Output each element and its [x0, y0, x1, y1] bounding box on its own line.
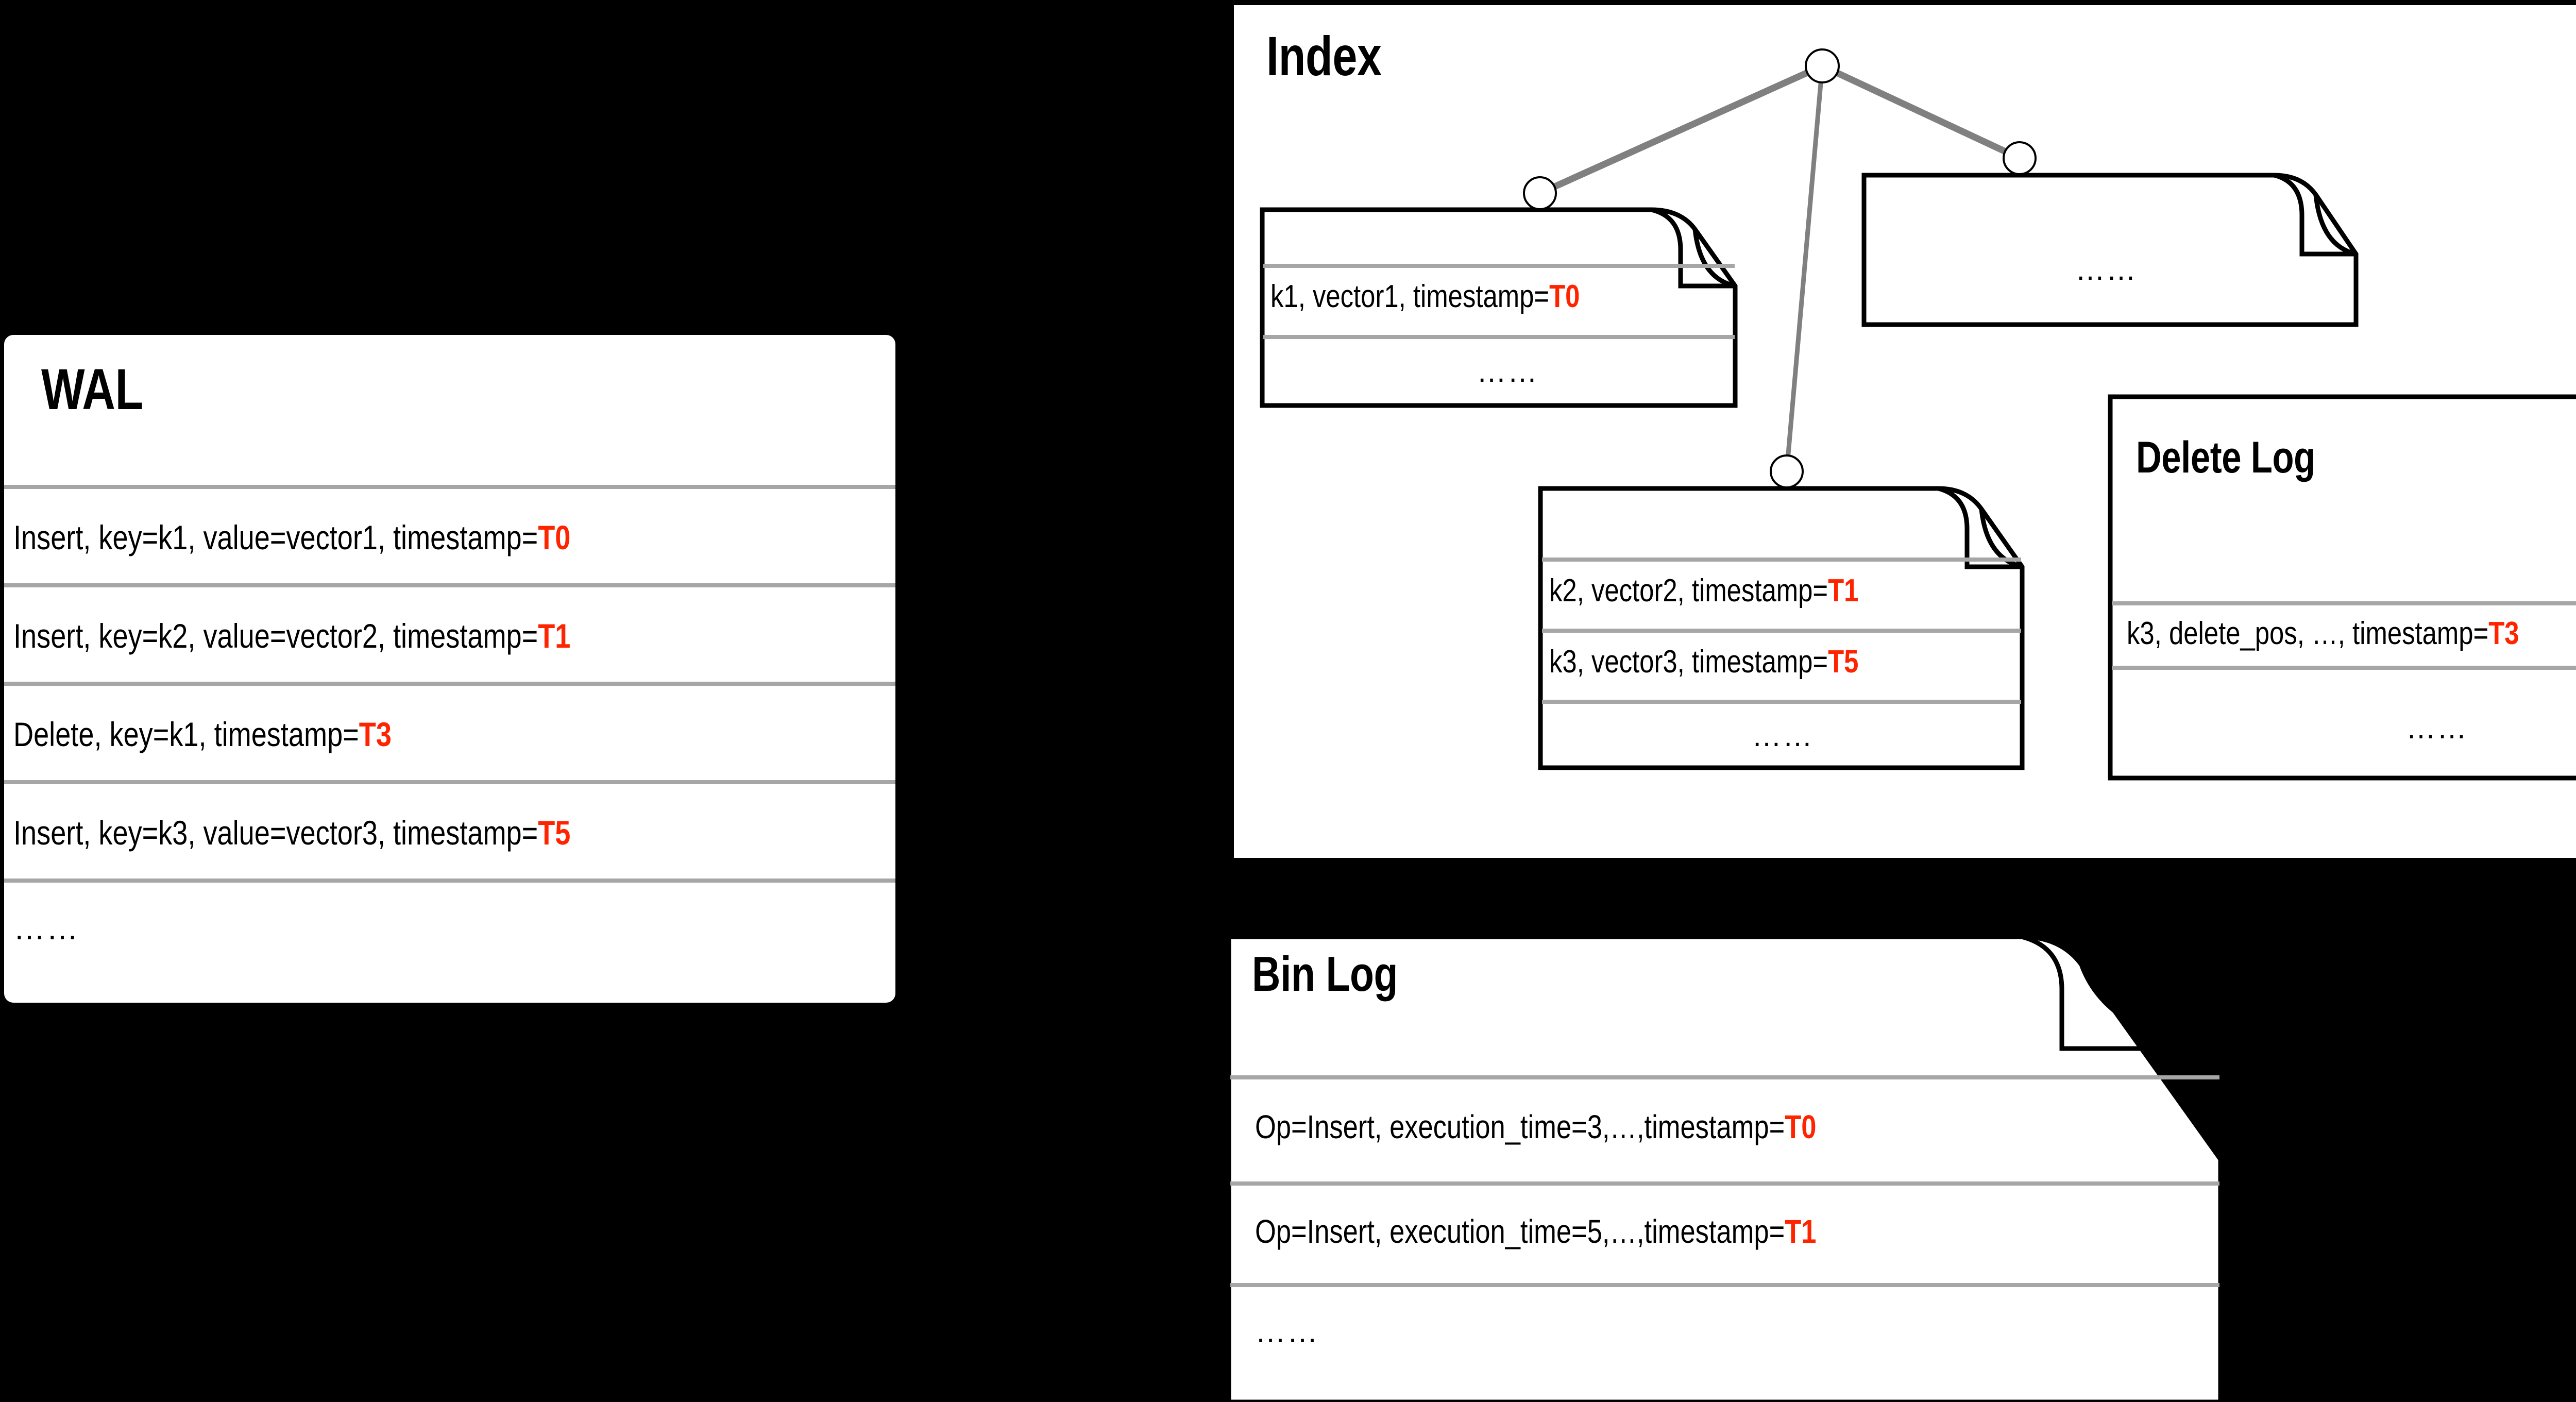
delete-log-row-text: k3, delete_pos, …, timestamp= — [2127, 616, 2489, 651]
segment-k2-k3-row-timestamp: T5 — [1828, 644, 1859, 680]
segment-k1-row-ellipsis: …… — [1477, 355, 1538, 388]
delete-log-row-ellipsis: …… — [2406, 712, 2468, 745]
segment-k2-k3-divider — [1542, 558, 2021, 562]
wal-row-text: Insert, key=k2, value=vector2, timestamp… — [13, 617, 538, 655]
wal-row: Insert, key=k3, value=vector3, timestamp… — [13, 816, 570, 850]
segment-k2-k3-row-text: k3, vector3, timestamp= — [1549, 644, 1828, 680]
wal-row: Insert, key=k2, value=vector2, timestamp… — [13, 619, 570, 653]
bin-log-row-text: Op=Insert, execution_time=3,…,timestamp= — [1255, 1108, 1785, 1145]
wal-row-timestamp: T1 — [538, 617, 571, 655]
segment-k2-k3-divider — [1542, 629, 2021, 633]
wal-row-timestamp: T0 — [538, 518, 571, 556]
delete-log-divider — [2112, 601, 2576, 605]
wal-row-ellipsis: …… — [13, 911, 79, 947]
index-panel — [1234, 5, 2576, 858]
wal-divider — [4, 879, 895, 883]
bin-log-row-text: Op=Insert, execution_time=5,…,timestamp= — [1255, 1213, 1785, 1250]
wal-title: WAL — [41, 357, 143, 421]
segment-k2-k3-row: k2, vector2, timestamp=T1 — [1549, 575, 1858, 607]
segment-k1-divider — [1263, 335, 1735, 339]
segment-k2-k3-row-ellipsis: …… — [1752, 719, 1814, 753]
segment-k1-row-timestamp: T0 — [1549, 279, 1580, 314]
bin-log-title: Bin Log — [1252, 947, 1398, 1002]
segment-k1-divider — [1263, 264, 1735, 268]
bin-log-row: Op=Insert, execution_time=3,…,timestamp=… — [1255, 1110, 1816, 1143]
delete-log-divider — [2112, 666, 2576, 670]
bin-log-row-ellipsis: …… — [1255, 1314, 1319, 1349]
bin-log-divider — [1230, 1075, 2219, 1079]
wal-panel — [4, 335, 895, 1003]
segment-k2-k3-row: k3, vector3, timestamp=T5 — [1549, 646, 1858, 678]
segment-k2-k3-row-timestamp: T1 — [1828, 573, 1859, 609]
segment-ellipsis-row: …… — [2075, 253, 2137, 286]
wal-divider — [4, 485, 895, 489]
wal-row-text: Insert, key=k1, value=vector1, timestamp… — [13, 518, 538, 556]
wal-row-text: Delete, key=k1, timestamp= — [13, 715, 359, 753]
wal-divider — [4, 682, 895, 686]
segment-k1-row-text: k1, vector1, timestamp= — [1270, 279, 1550, 314]
bin-log-divider — [1230, 1181, 2219, 1186]
segment-k1-row: k1, vector1, timestamp=T0 — [1270, 281, 1580, 313]
wal-row-timestamp: T5 — [538, 814, 571, 852]
index-title: Index — [1266, 25, 1382, 87]
delete-log-title: Delete Log — [2136, 433, 2315, 482]
bin-log-divider — [1230, 1283, 2219, 1287]
wal-row: Delete, key=k1, timestamp=T3 — [13, 717, 392, 751]
bin-log-row: Op=Insert, execution_time=5,…,timestamp=… — [1255, 1215, 1816, 1248]
delete-log-row: k3, delete_pos, …, timestamp=T3 — [2127, 618, 2519, 650]
segment-k2-k3-row-text: k2, vector2, timestamp= — [1549, 573, 1828, 609]
wal-row: Insert, key=k1, value=vector1, timestamp… — [13, 520, 570, 554]
bin-log-row-timestamp: T1 — [1785, 1213, 1817, 1250]
wal-row-timestamp: T3 — [359, 715, 392, 753]
bin-log-row-timestamp: T0 — [1785, 1108, 1817, 1145]
delete-log-row-timestamp: T3 — [2488, 616, 2519, 651]
wal-row-text: Insert, key=k3, value=vector3, timestamp… — [13, 814, 538, 852]
wal-divider — [4, 583, 895, 587]
wal-divider — [4, 780, 895, 784]
segment-k2-k3-divider — [1542, 700, 2021, 704]
